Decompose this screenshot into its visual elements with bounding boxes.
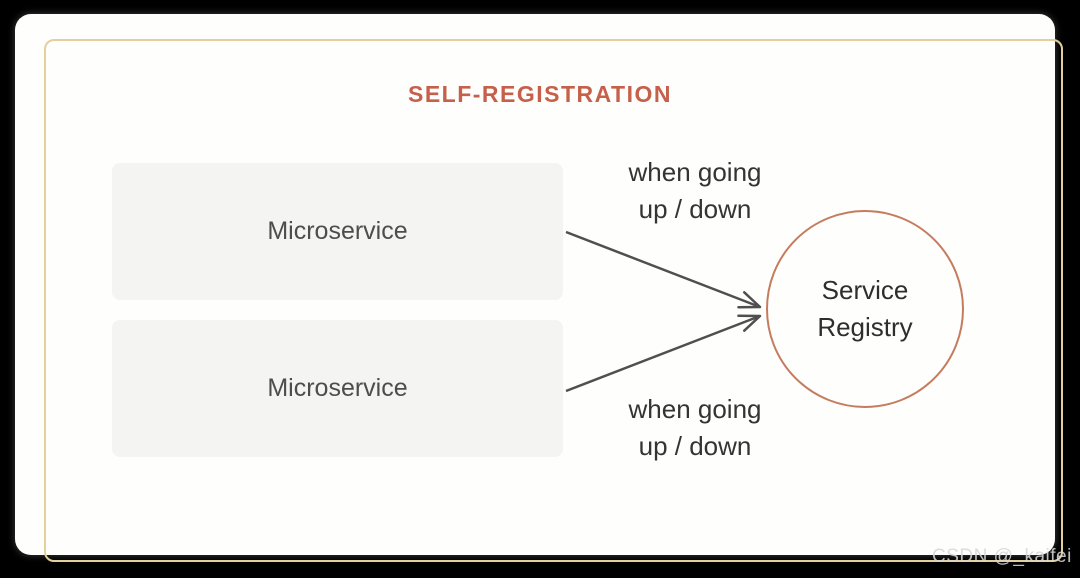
edge-label-bottom-line2: up / down <box>638 431 752 461</box>
watermark: CSDN @_kaifei <box>932 546 1072 567</box>
edge-label-top-line1: when going <box>628 157 762 187</box>
edge-label-top-line2: up / down <box>638 194 752 224</box>
service-registry-label-line1: Service <box>821 275 909 305</box>
service-registry-label-line2: Registry <box>817 312 913 342</box>
edge-label-top: when going up / down <box>600 154 790 228</box>
service-registry-node: Service Registry <box>766 210 964 408</box>
microservice-node-bottom-label: Microservice <box>267 374 408 402</box>
diagram-title: SELF-REGISTRATION <box>407 81 672 107</box>
microservice-node-top-label: Microservice <box>267 217 408 245</box>
microservice-node-bottom: Microservice <box>112 320 563 457</box>
microservice-node-top: Microservice <box>112 163 563 300</box>
edge-label-bottom: when going up / down <box>600 391 790 465</box>
edge-label-bottom-line1: when going <box>628 394 762 424</box>
